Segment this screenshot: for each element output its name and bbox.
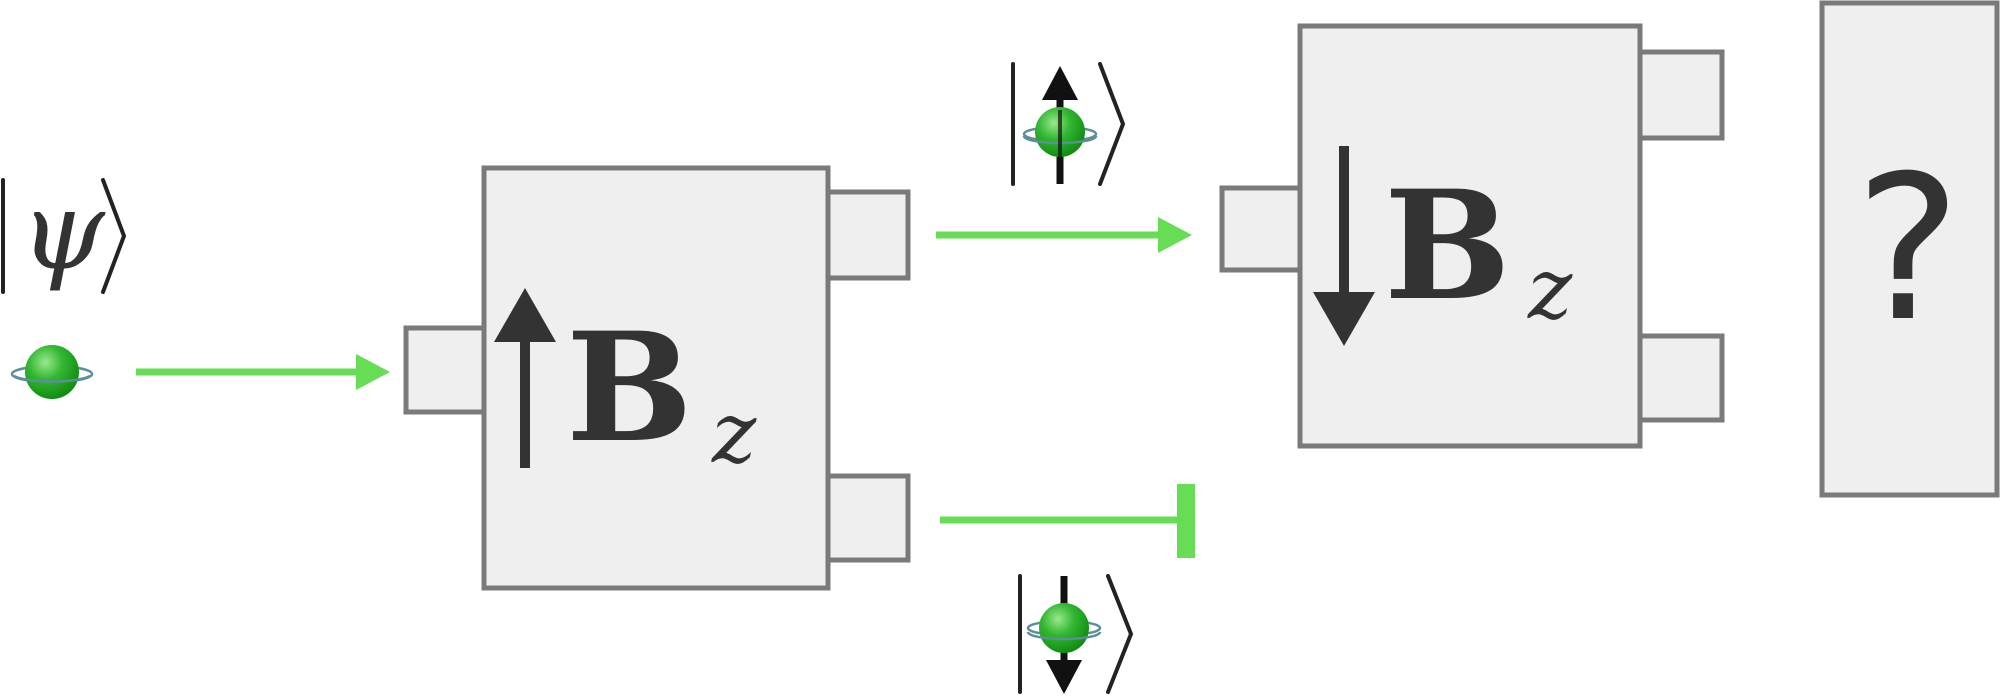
field-arrow-down-icon <box>1313 146 1375 346</box>
upper-output-beam <box>936 217 1192 253</box>
input-state-ket: ψ <box>1 169 127 294</box>
particle-sphere <box>1039 603 1089 653</box>
lower-output-port <box>825 473 911 563</box>
arrow-down-icon <box>1046 660 1082 694</box>
ket-angle-bracket <box>1098 62 1126 186</box>
field-subscript: z <box>1527 240 1573 338</box>
psi-symbol: ψ <box>20 169 106 294</box>
stern-gerlach-magnet-1: B z <box>403 165 911 591</box>
upper-output-port <box>825 189 911 281</box>
field-arrow-up-icon <box>494 288 556 468</box>
upper-output-port <box>1637 49 1725 141</box>
stern-gerlach-magnet-2: B z <box>1219 23 1725 449</box>
input-particle <box>10 345 94 399</box>
beam-stop-block <box>1177 484 1195 558</box>
spin-up-ket <box>1011 62 1126 186</box>
particle-sphere <box>25 345 79 399</box>
input-port <box>403 325 487 415</box>
beam-arrowhead <box>1158 217 1192 253</box>
ket-angle-bracket <box>1106 574 1134 694</box>
beam-arrowhead <box>356 354 390 390</box>
spin-up-particle <box>1022 66 1098 184</box>
arrow-up-icon <box>1042 66 1078 100</box>
field-label: B <box>566 300 693 476</box>
input-beam <box>136 354 390 390</box>
result-box-body <box>1819 0 2000 498</box>
lower-output-beam-blocked <box>940 484 1195 558</box>
field-label: B <box>1384 158 1511 334</box>
lower-output-port <box>1637 333 1725 423</box>
ket-angle-bracket <box>101 178 127 294</box>
unknown-result-box: ? <box>1819 0 2000 498</box>
spin-down-particle <box>1026 576 1102 694</box>
magnet-body <box>481 165 831 591</box>
input-port <box>1219 185 1303 273</box>
spin-down-ket <box>1018 574 1134 694</box>
field-subscript: z <box>711 384 757 482</box>
spin-orbit-ring-front <box>13 374 91 383</box>
magnet-body <box>1297 23 1643 449</box>
question-mark: ? <box>1855 133 1961 366</box>
